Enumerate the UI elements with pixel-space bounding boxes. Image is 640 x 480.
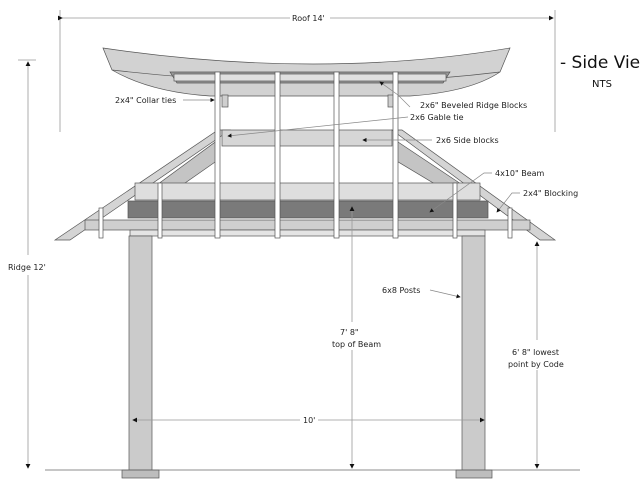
collar-tie-block xyxy=(221,94,229,108)
vertical-members xyxy=(98,71,513,239)
ridge-blocks-label: 2x6" Beveled Ridge Blocks xyxy=(420,101,527,110)
post-left xyxy=(128,235,153,471)
gable-tie-label: 2x6 Gable tie xyxy=(410,113,464,122)
roof-width-label: Roof 14' xyxy=(292,14,325,23)
roof-dimension: Roof 14' xyxy=(58,10,556,132)
lowest-point-label: 6' 8" lowest xyxy=(512,348,559,357)
view-title: - Side View xyxy=(560,53,640,73)
side-blocks-label: 2x6 Side blocks xyxy=(436,136,499,145)
blocking-label: 2x4" Blocking xyxy=(523,189,578,198)
beam-label: 4x10" Beam xyxy=(495,169,545,178)
upper-roof xyxy=(102,47,511,108)
leader-lines xyxy=(183,81,520,299)
beam-height-sublabel: top of Beam xyxy=(332,340,381,349)
posts xyxy=(121,235,493,479)
lowest-point-dimension: 6' 8" lowest point by Code xyxy=(508,241,564,469)
post-right xyxy=(461,235,486,471)
ridge-dimension: Ridge 12' xyxy=(8,59,46,469)
side-blocks xyxy=(221,129,393,147)
ridge-height-label: Ridge 12' xyxy=(8,263,46,272)
span-label: 10' xyxy=(303,416,315,425)
beam-height-label: 7' 8" xyxy=(340,328,359,337)
scale-note: NTS xyxy=(592,79,612,90)
beam-assembly xyxy=(84,182,531,237)
collar-ties-label: 2x4" Collar ties xyxy=(115,96,176,105)
lowest-point-sublabel: point by Code xyxy=(508,360,564,369)
span-dimension: 10' xyxy=(132,416,485,425)
beam-height-dimension: 7' 8" top of Beam xyxy=(332,206,381,469)
posts-label: 6x8 Posts xyxy=(382,286,420,295)
